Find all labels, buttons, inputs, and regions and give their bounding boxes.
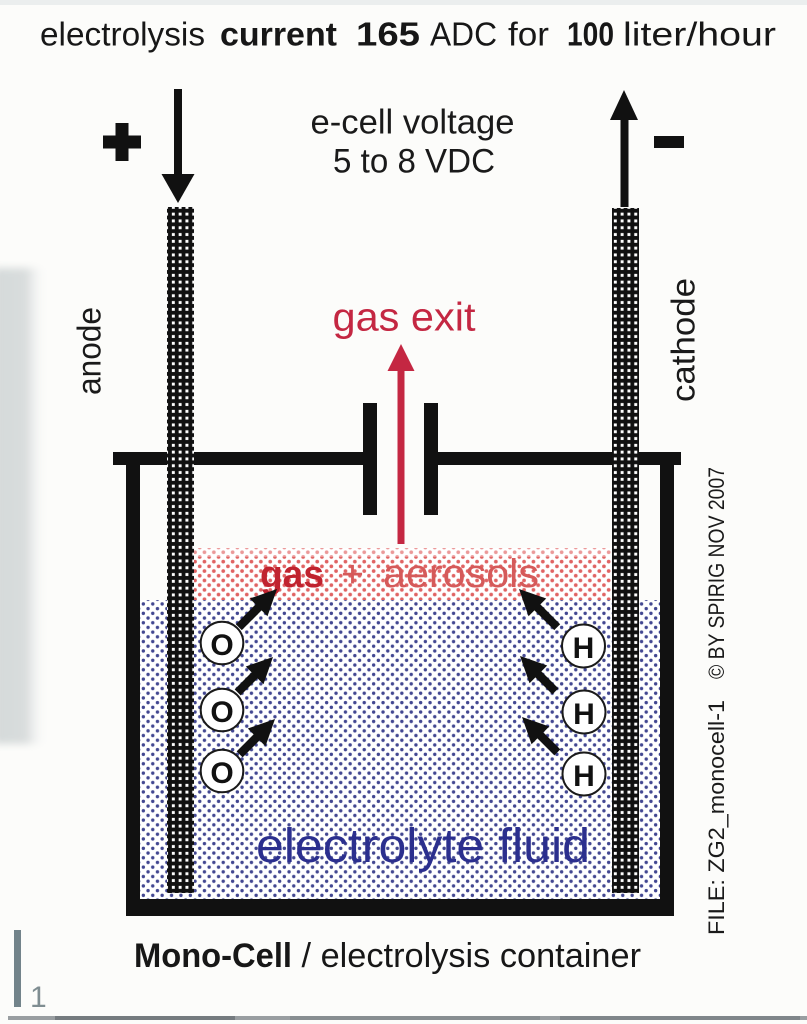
svg-text:/ electrolysis container: / electrolysis container (292, 937, 641, 975)
svg-text:current: current (220, 16, 337, 53)
svg-text:5 to 8 VDC: 5 to 8 VDC (333, 143, 495, 181)
svg-text:H: H (573, 632, 595, 665)
svg-text:electrolyte fluid: electrolyte fluid (256, 820, 590, 873)
svg-text:liter/hour: liter/hour (623, 16, 776, 53)
svg-text:gas: gas (260, 554, 324, 596)
svg-text:+: + (341, 554, 364, 596)
svg-text:anode: anode (71, 307, 108, 395)
svg-text:H: H (573, 760, 595, 793)
svg-text:aerosols: aerosols (383, 552, 539, 596)
svg-text:O: O (210, 629, 233, 662)
svg-text:165: 165 (356, 16, 420, 53)
svg-text:1: 1 (30, 981, 47, 1014)
svg-text:O: O (210, 757, 233, 790)
svg-text:FILE: ZG2_monocell-1: FILE: ZG2_monocell-1 (704, 700, 729, 935)
svg-text:100: 100 (567, 16, 614, 53)
svg-text:H: H (573, 698, 595, 731)
svg-text:electrolysis: electrolysis (40, 16, 205, 53)
svg-text:gas exit: gas exit (333, 296, 476, 340)
svg-text:ADC: ADC (430, 16, 497, 53)
svg-text:© BY SPIRIG NOV 2007: © BY SPIRIG NOV 2007 (704, 467, 729, 679)
svg-text:for: for (508, 16, 549, 53)
svg-text:Mono-Cell: Mono-Cell (134, 937, 292, 975)
svg-text:O: O (210, 696, 233, 729)
svg-text:cathode: cathode (665, 278, 702, 402)
svg-text:e-cell voltage: e-cell voltage (311, 104, 515, 142)
